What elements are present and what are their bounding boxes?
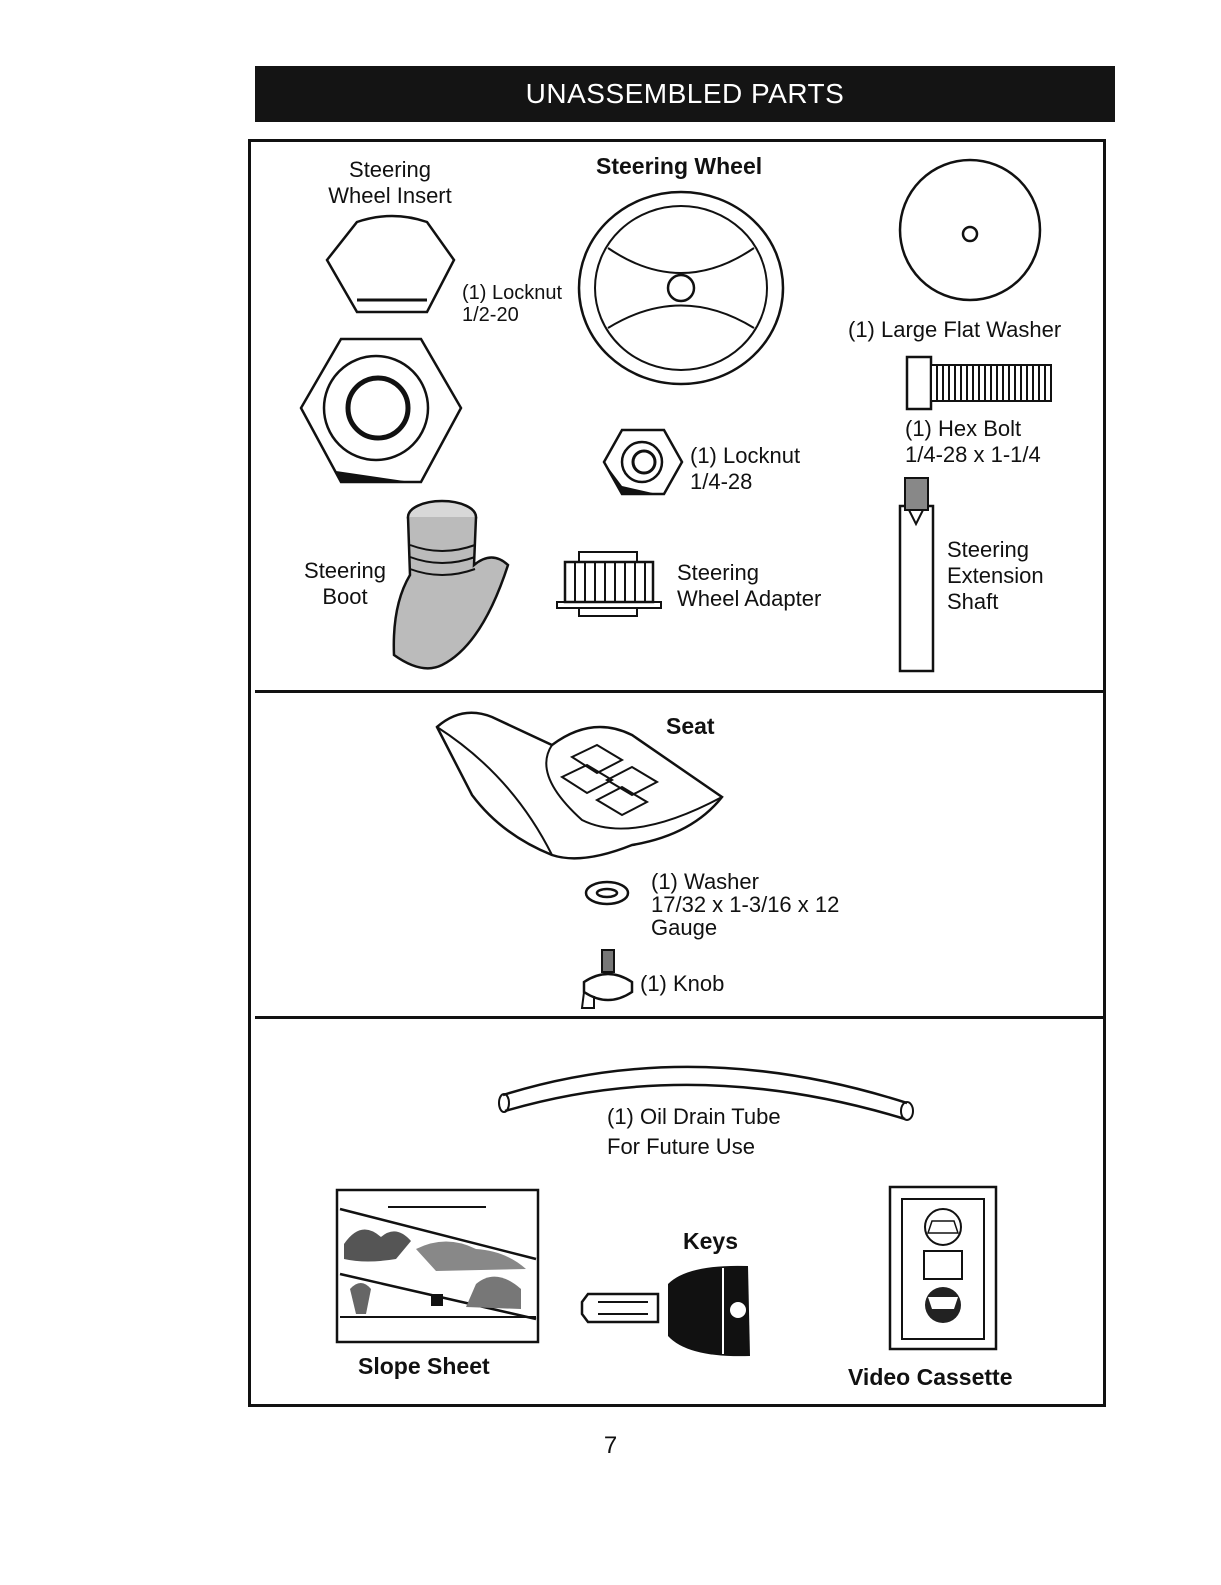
steering-wheel-insert-label: Steering Wheel Insert bbox=[328, 157, 452, 208]
steering-boot-icon bbox=[392, 499, 510, 670]
locknut-large-label: (1) Locknut 1/2-20 bbox=[462, 282, 563, 326]
seat-label: Seat bbox=[666, 713, 715, 739]
oil-drain-tube-icon bbox=[498, 1065, 914, 1121]
large-flat-washer-label: (1) Large Flat Washer bbox=[848, 317, 1062, 342]
steering-extension-shaft-label: Steering Extension Shaft bbox=[947, 537, 1044, 614]
oil-drain-tube-label: (1) Oil Drain Tube For Future Use bbox=[607, 1104, 781, 1159]
washer-label: (1) Washer 17/32 x 1-3/16 x 12 Gauge bbox=[651, 869, 840, 940]
steering-wheel-adapter-label: Steering Wheel Adapter bbox=[677, 560, 822, 611]
steering-boot-label: Steering Boot bbox=[304, 558, 386, 609]
parts-frame bbox=[248, 139, 1106, 1407]
section-divider bbox=[255, 1016, 1105, 1019]
video-cassette-label: Video Cassette bbox=[848, 1364, 1013, 1390]
steering-extension-shaft-icon bbox=[898, 477, 935, 673]
locknut-large-icon bbox=[299, 337, 463, 484]
steering-wheel-icon bbox=[577, 190, 785, 386]
hex-bolt-label: (1) Hex Bolt 1/4-28 x 1-1/4 bbox=[905, 416, 1041, 467]
knob-label: (1) Knob bbox=[640, 971, 725, 996]
page-number: 7 bbox=[603, 1432, 618, 1459]
slope-sheet-icon bbox=[335, 1188, 540, 1344]
locknut-small-label: (1) Locknut 1/4-28 bbox=[690, 443, 801, 494]
locknut-small-icon bbox=[602, 428, 684, 496]
video-cassette-icon bbox=[888, 1185, 998, 1351]
knob-icon bbox=[580, 949, 634, 1009]
section-title: UNASSEMBLED PARTS bbox=[255, 66, 1115, 122]
hex-bolt-icon bbox=[905, 355, 1052, 411]
slope-sheet-label: Slope Sheet bbox=[358, 1353, 490, 1379]
keys-label: Keys bbox=[683, 1228, 738, 1254]
steering-wheel-insert-icon bbox=[325, 214, 456, 314]
large-flat-washer-icon bbox=[898, 158, 1042, 302]
seat-icon bbox=[435, 711, 724, 860]
steering-wheel-label: Steering Wheel bbox=[596, 153, 763, 179]
section-divider bbox=[255, 690, 1105, 693]
steering-wheel-adapter-icon bbox=[556, 551, 662, 617]
washer-icon bbox=[584, 880, 630, 906]
key-icon bbox=[580, 1265, 750, 1357]
